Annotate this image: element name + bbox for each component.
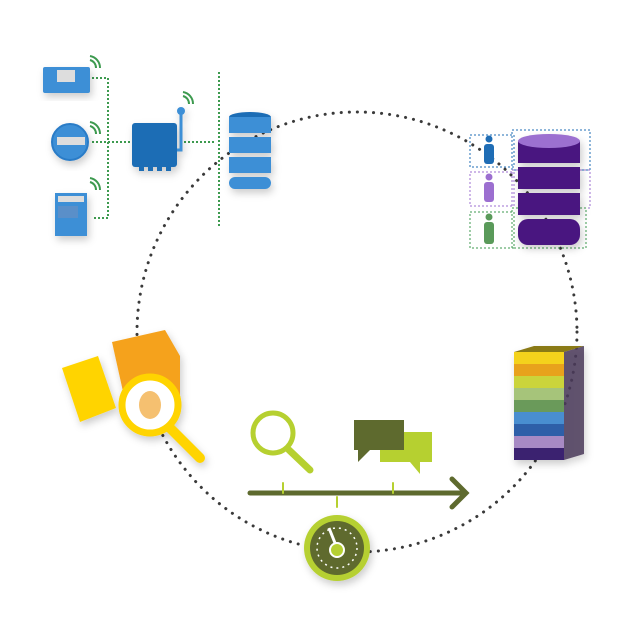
dotted-cycle-ring — [135, 110, 579, 554]
wifi-signal-icon — [89, 55, 195, 191]
gateway-icon — [132, 107, 185, 171]
timeline-arrow-icon — [247, 476, 470, 510]
meter-icon — [55, 193, 87, 236]
chat-icon — [354, 420, 432, 474]
meter-network-lines — [92, 72, 220, 226]
meter-icon — [43, 67, 90, 93]
user-icon — [484, 173, 494, 202]
user-icon — [484, 213, 494, 244]
user-icon — [484, 135, 494, 164]
meter-icon — [51, 123, 89, 161]
gauge-icon — [304, 515, 370, 581]
magnifier-icon — [250, 410, 314, 474]
stacked-layers-icon — [514, 346, 584, 460]
database-icon — [518, 134, 580, 245]
database-icon — [229, 112, 271, 189]
user-database-group — [469, 129, 591, 249]
document-search-icon — [62, 330, 205, 463]
